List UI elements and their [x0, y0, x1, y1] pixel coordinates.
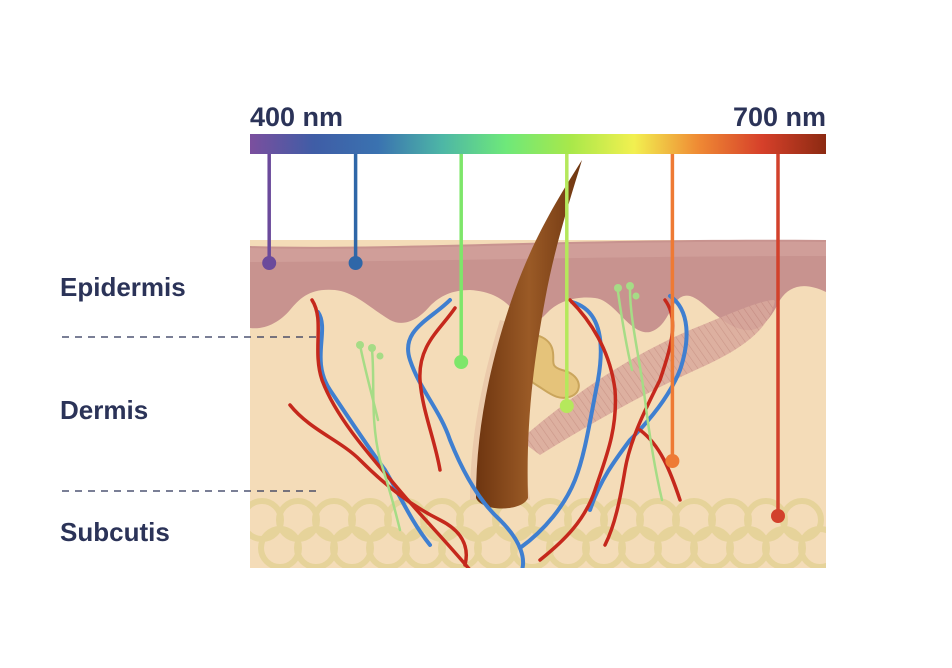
- nerve-endings: [356, 282, 640, 360]
- spectrum-max-label: 700 nm: [733, 102, 826, 132]
- layer-label-subcutis: Subcutis: [60, 517, 170, 547]
- veins: [316, 294, 689, 568]
- nerves: [358, 288, 664, 532]
- layer-label-dermis: Dermis: [60, 395, 148, 425]
- arrector-pili-muscle: [520, 300, 775, 455]
- spectrum-min-label: 400 nm: [250, 102, 343, 132]
- probe-endpoint-620: [665, 454, 680, 468]
- probe-endpoint-565: [559, 399, 574, 413]
- subcutis-fat-cells: [250, 498, 826, 568]
- hair-shaft: [476, 160, 582, 509]
- skin-section: [250, 160, 826, 568]
- probe-endpoint-510: [454, 355, 469, 369]
- penetration-probes: [262, 154, 785, 523]
- wavelength-spectrum-bar: [250, 134, 826, 154]
- probe-endpoint-675: [771, 509, 785, 523]
- layer-label-epidermis: Epidermis: [60, 272, 186, 302]
- probe-endpoint-455: [348, 256, 363, 270]
- probe-endpoint-410: [262, 256, 277, 270]
- fat-cell: [798, 526, 826, 568]
